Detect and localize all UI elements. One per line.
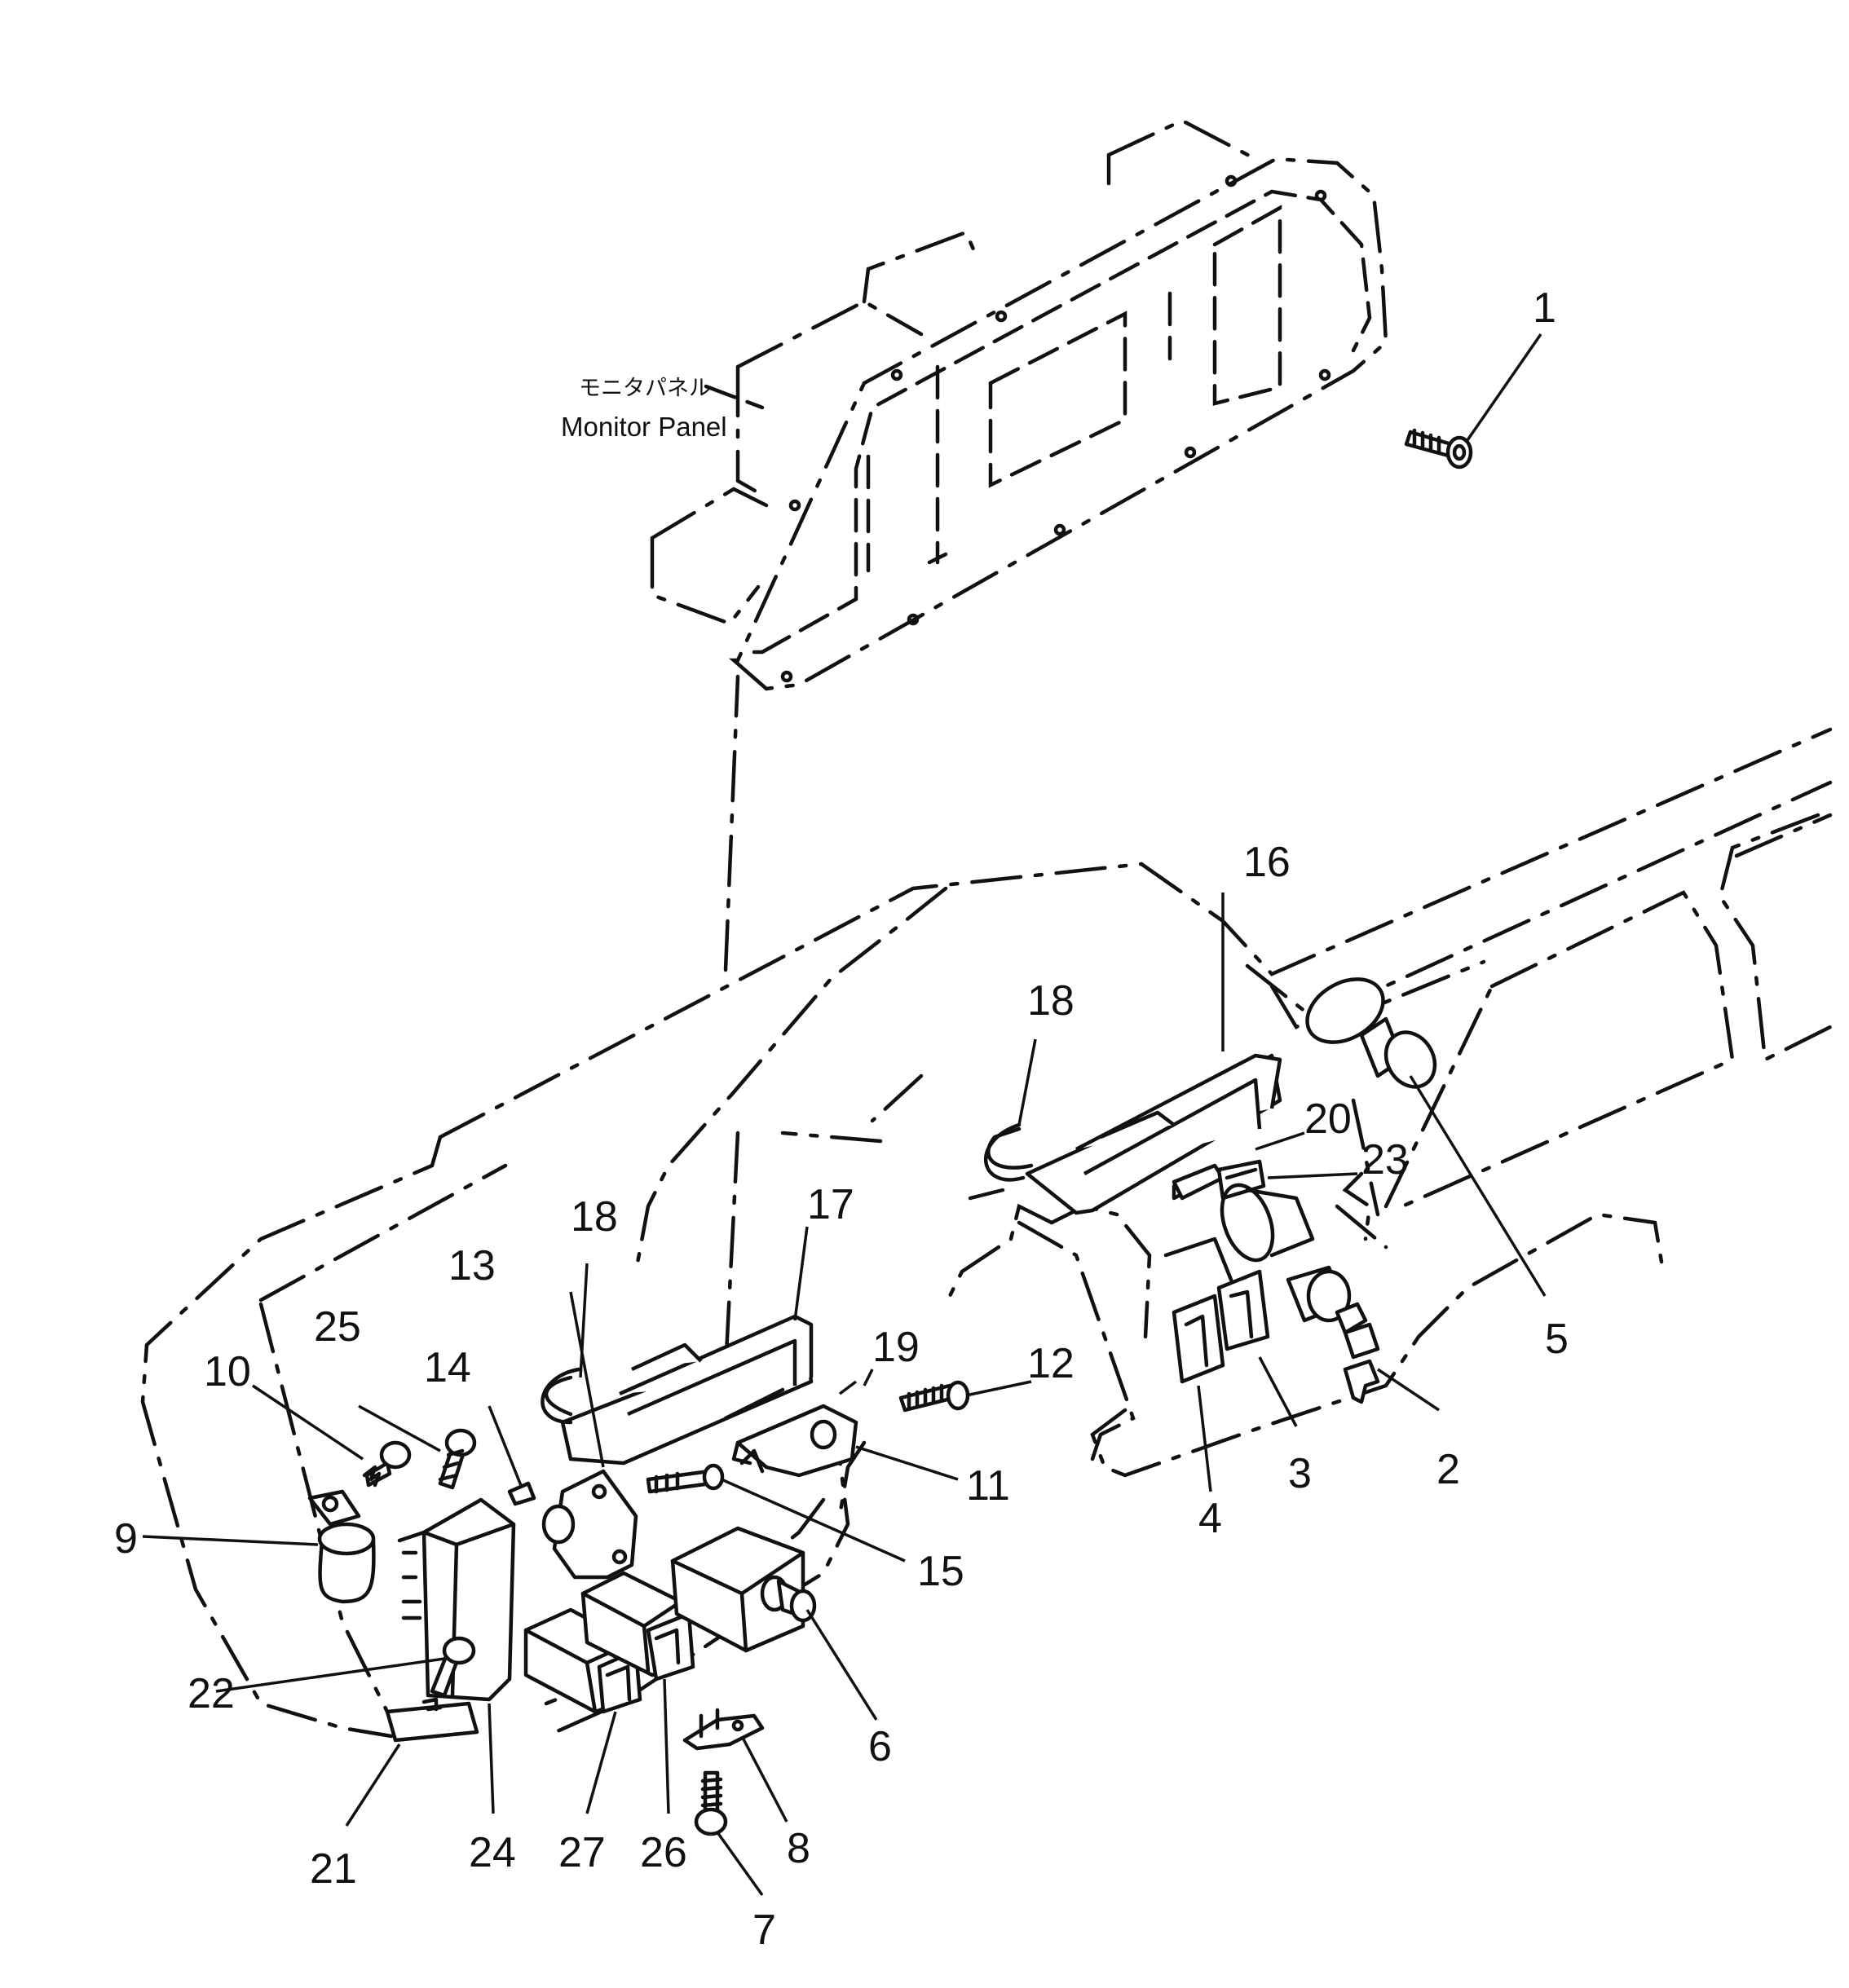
callout-4: 4 xyxy=(1198,1495,1222,1542)
callout-10: 10 xyxy=(204,1348,251,1395)
callout-12: 12 xyxy=(1027,1340,1075,1387)
callout-18-lower: 18 xyxy=(571,1193,618,1241)
callout-2: 2 xyxy=(1436,1446,1460,1493)
part-24-box xyxy=(397,1497,516,1702)
callout-13: 13 xyxy=(448,1242,496,1289)
part-5-knob xyxy=(1305,977,1437,1089)
part-21-plate xyxy=(385,1697,479,1743)
callout-18-upper: 18 xyxy=(1027,977,1075,1025)
callout-24: 24 xyxy=(469,1829,516,1876)
callout-15: 15 xyxy=(917,1548,964,1595)
part-26-relay xyxy=(580,1571,695,1682)
callout-19: 19 xyxy=(872,1324,920,1371)
part-25-screw xyxy=(438,1428,477,1490)
callout-27: 27 xyxy=(558,1829,606,1876)
part-22-screw xyxy=(430,1636,476,1698)
part-10-screw xyxy=(362,1440,412,1488)
part-15-pin xyxy=(646,1463,725,1494)
monitor-panel-boss xyxy=(723,674,740,972)
part-3-switch xyxy=(1216,1269,1270,1351)
callout-25: 25 xyxy=(314,1303,361,1351)
callout-11: 11 xyxy=(966,1462,1010,1510)
part-1-screw xyxy=(1404,428,1473,469)
callout-22: 22 xyxy=(188,1670,235,1717)
console-body xyxy=(140,727,1833,1739)
part-19-bracket xyxy=(723,1387,785,1421)
callout-7: 7 xyxy=(752,1906,776,1954)
callout-5: 5 xyxy=(1545,1316,1569,1363)
callout-3: 3 xyxy=(1288,1450,1312,1497)
part-9-canister xyxy=(307,1489,376,1604)
part-17-panel xyxy=(541,1314,814,1466)
part-20-slot xyxy=(1172,1163,1225,1201)
leader-lines xyxy=(142,333,1547,1897)
part-4-switch xyxy=(1163,1236,1233,1384)
callout-21: 21 xyxy=(310,1845,357,1893)
callout-9: 9 xyxy=(114,1515,138,1563)
callout-23: 23 xyxy=(1361,1136,1409,1184)
monitor-panel-label-leader xyxy=(704,384,765,410)
callout-17: 17 xyxy=(807,1181,854,1228)
callout-numbers: 1 2 3 4 5 6 7 8 9 10 11 12 13 14 15 16 1… xyxy=(114,284,1569,1954)
part-7-screw xyxy=(694,1770,728,1836)
callout-6: 6 xyxy=(868,1723,892,1770)
part-16-panel xyxy=(984,1053,1282,1215)
callout-26: 26 xyxy=(640,1829,687,1876)
monitor-panel xyxy=(650,118,1388,972)
part-11-box xyxy=(731,1404,858,1478)
callout-1: 1 xyxy=(1533,284,1556,332)
callout-14: 14 xyxy=(424,1344,471,1391)
part-6-flasher xyxy=(670,1526,817,1653)
part-2-key-switch xyxy=(1220,1183,1380,1404)
monitor-panel-label-jp: モニタパネル xyxy=(579,376,711,401)
callout-16: 16 xyxy=(1243,839,1291,886)
monitor-panel-label-en: Monitor Panel xyxy=(561,412,727,442)
part-12-screw xyxy=(898,1380,970,1413)
callout-20: 20 xyxy=(1304,1095,1352,1143)
callout-8: 8 xyxy=(787,1825,810,1872)
part-8-bracket xyxy=(682,1708,765,1751)
part-13-bracket xyxy=(541,1469,638,1580)
